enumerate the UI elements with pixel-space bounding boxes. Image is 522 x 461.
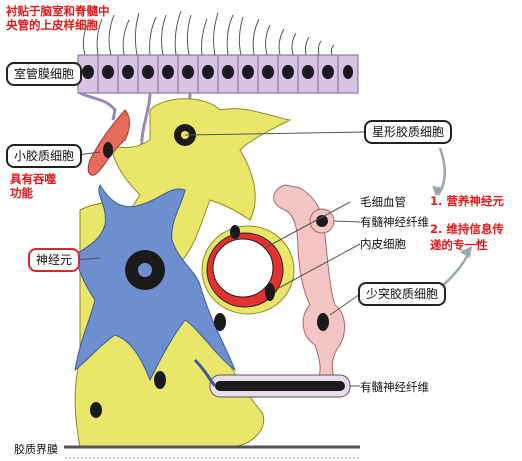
microglia: [87, 109, 130, 176]
label-myelinated-fiber-2: 有髓神经纤维: [360, 380, 429, 394]
glial-nuclei: [90, 225, 240, 418]
function-2-cont: 递的专一性: [430, 238, 488, 252]
label-myelinated-fiber-1: 有髓神经纤维: [360, 215, 429, 229]
label-glia-limitans: 胶质界膜: [14, 443, 58, 456]
function-arrows: [436, 147, 472, 289]
phagocytosis-note: 具有吞噬 功能: [10, 172, 56, 200]
label-neuron: 神经元: [28, 248, 81, 272]
cilia: [82, 10, 335, 56]
phagocytosis-line-1: 具有吞噬: [10, 172, 56, 186]
label-oligodendrocyte: 少突胶质细胞: [358, 282, 447, 306]
label-microglia: 小胶质细胞: [6, 144, 83, 168]
ependymal-layer: [77, 54, 359, 160]
function-2: 2. 维持信息传: [430, 222, 504, 236]
label-endothelial: 内皮细胞: [360, 237, 406, 251]
capillary: [201, 225, 295, 315]
label-astrocyte: 星形胶质细胞: [364, 120, 453, 144]
header-note-line-1: 衬贴于脑室和脊髓中: [6, 4, 110, 18]
neuron: [74, 183, 237, 382]
label-ependymal: 室管膜细胞: [6, 62, 83, 86]
oligodendrocyte: [273, 184, 346, 381]
leader-lines: [69, 71, 366, 387]
function-1: 1. 营养神经元: [430, 194, 504, 208]
phagocytosis-line-2: 功能: [10, 186, 33, 200]
header-note: 衬贴于脑室和脊髓中 央管的上皮样细胞: [6, 4, 110, 32]
header-note-line-2: 央管的上皮样细胞: [6, 18, 98, 32]
myelinated-fiber: [193, 358, 351, 398]
label-capillary: 毛细血管: [360, 195, 406, 209]
